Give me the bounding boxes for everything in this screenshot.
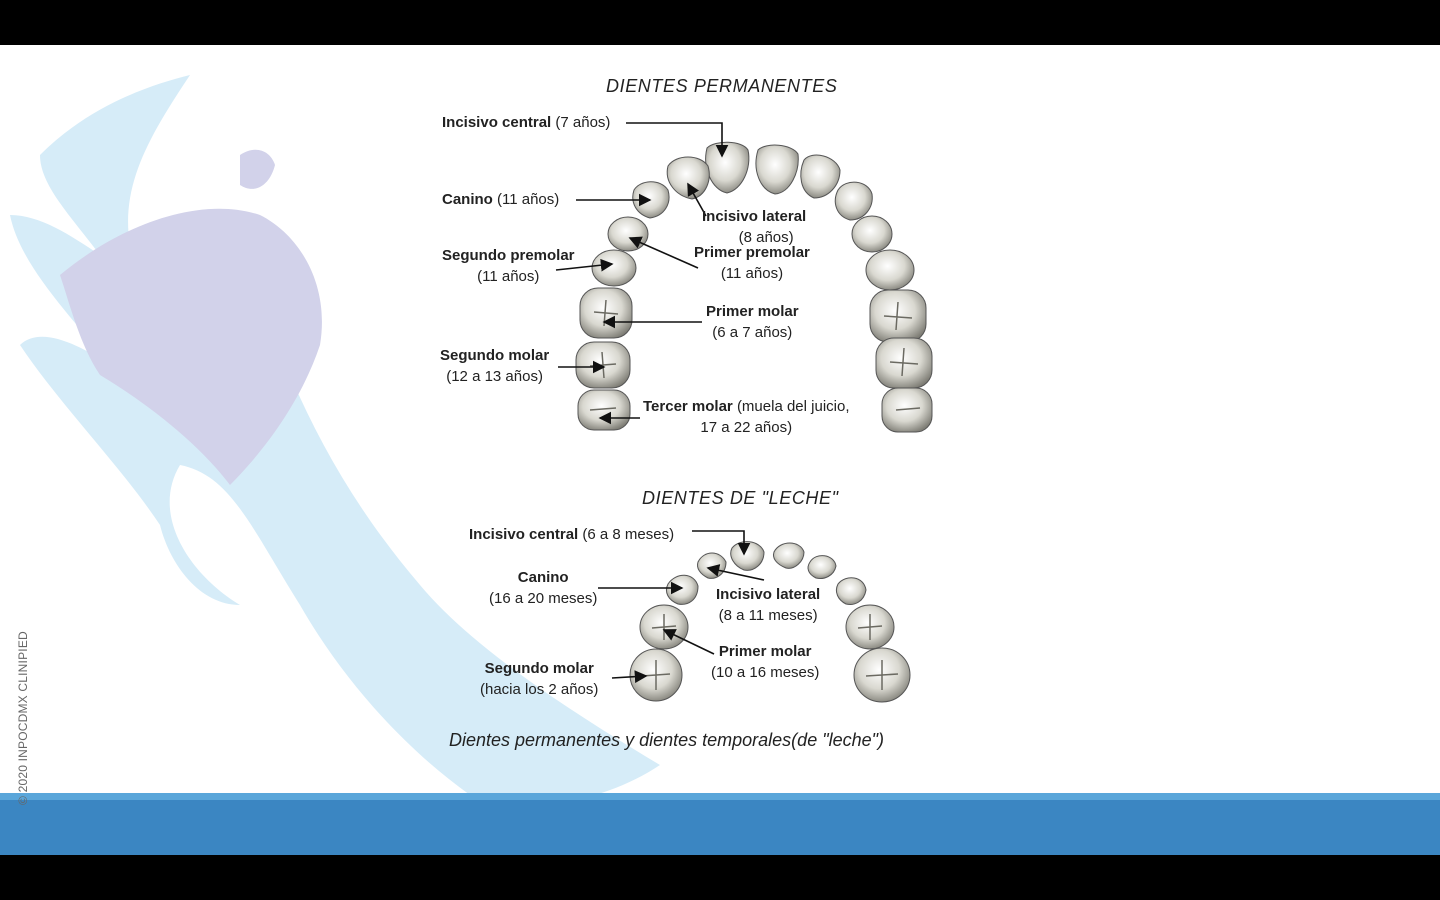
- tooth-milk-left-central-incisor: [730, 541, 765, 571]
- tooth-upper-right-first-molar: [869, 289, 927, 343]
- label-perm-tercer-molar: Tercer molar (muela del juicio,17 a 22 a…: [643, 398, 850, 436]
- tooth-milk-right-canine: [835, 577, 867, 605]
- label-milk-incisivo-central: Incisivo central (6 a 8 meses): [469, 526, 675, 543]
- tooth-milk-right-central-incisor: [773, 542, 805, 569]
- tooth-milk-right-lateral-incisor: [807, 555, 837, 579]
- label-milk-canino: Canino(16 a 20 meses): [489, 569, 598, 607]
- label-perm-segundo-molar: Segundo molar(12 a 13 años): [440, 347, 550, 385]
- winged-logo-watermark: [10, 75, 660, 805]
- footer-band: [0, 793, 1440, 855]
- tooth-upper-right-lateral-incisor: [800, 154, 841, 199]
- tooth-milk-left-canine: [665, 574, 699, 605]
- tooth-upper-right-third-molar: [881, 387, 933, 433]
- tooth-upper-left-lateral-incisor: [666, 156, 710, 200]
- tooth-upper-left-third-molar: [577, 389, 631, 431]
- label-perm-incisivo-central: Incisivo central (7 años): [442, 114, 611, 131]
- footer-line: [0, 793, 1440, 800]
- tooth-upper-right-central-incisor: [755, 144, 799, 195]
- figure-caption: Dientes permanentes y dientes temporales…: [449, 730, 885, 750]
- label-perm-primer-premolar: Primer premolar(11 años): [694, 244, 810, 282]
- label-perm-canino: Canino (11 años): [442, 191, 560, 208]
- tooth-upper-left-second-premolar: [591, 249, 637, 287]
- label-milk-primer-molar: Primer molar(10 a 16 meses): [711, 643, 820, 681]
- deciduous-teeth-title: DIENTES DE "LECHE": [642, 488, 839, 508]
- tooth-milk-left-lateral-incisor: [697, 552, 727, 579]
- tooth-upper-left-central-incisor: [705, 141, 750, 194]
- label-perm-primer-molar: Primer molar(6 a 7 años): [706, 303, 799, 341]
- permanent-teeth-title: DIENTES PERMANENTES: [606, 76, 838, 96]
- label-perm-incisivo-lateral: Incisivo lateral(8 años): [702, 208, 807, 246]
- deciduous-arrows: [598, 530, 765, 684]
- tooth-upper-right-first-premolar: [851, 215, 893, 253]
- label-milk-segundo-molar: Segundo molar(hacia los 2 años): [480, 660, 599, 698]
- tooth-upper-right-canine: [834, 181, 873, 221]
- permanent-arrows: [555, 122, 729, 425]
- permanent-teeth-arch: [575, 141, 933, 433]
- label-perm-segundo-premolar: Segundo premolar(11 años): [442, 247, 575, 285]
- tooth-upper-left-first-premolar: [607, 216, 649, 252]
- tooth-upper-right-second-premolar: [865, 249, 915, 291]
- label-milk-incisivo-lateral: Incisivo lateral(8 a 11 meses): [716, 586, 821, 624]
